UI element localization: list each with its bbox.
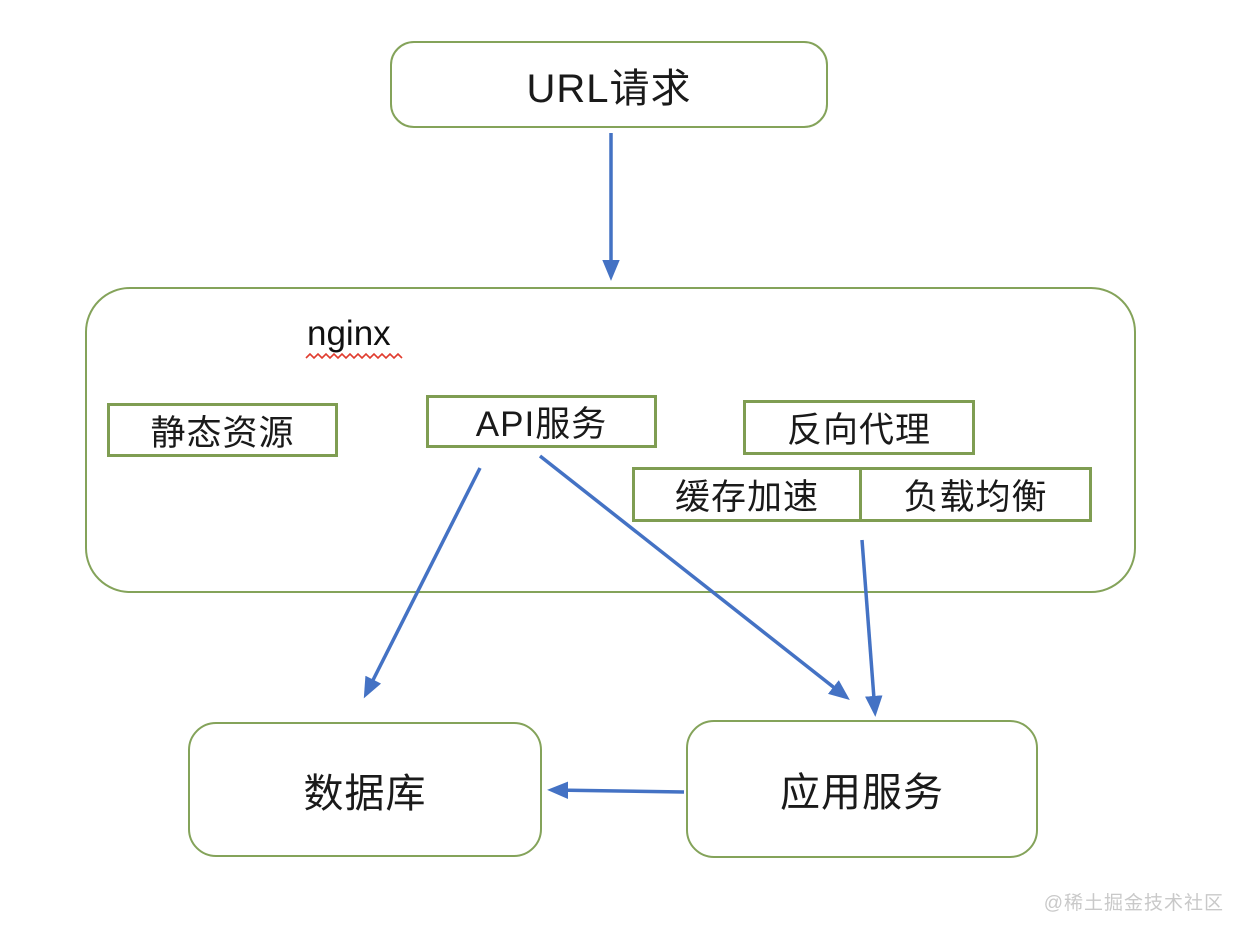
node-cache-acceleration: 缓存加速 [632, 467, 862, 522]
nginx-label: nginx [307, 314, 391, 353]
arrow-app-service-to-database [547, 781, 685, 799]
node-reverse-proxy: 反向代理 [743, 400, 975, 455]
node-api-service-label: API服务 [475, 405, 608, 444]
node-load-balancing-label: 负载均衡 [903, 478, 1048, 517]
node-app-service-label: 应用服务 [780, 771, 944, 815]
node-reverse-proxy-label: 反向代理 [786, 411, 931, 450]
node-api-service: API服务 [426, 395, 657, 448]
node-app-service: 应用服务 [686, 720, 1038, 858]
node-cache-acceleration-label: 缓存加速 [674, 478, 819, 517]
cache-load-row: 缓存加速 负载均衡 [632, 467, 1092, 522]
node-url-request-label: URL请求 [526, 66, 692, 111]
node-static-resources: 静态资源 [107, 403, 338, 457]
watermark: @稀土掘金技术社区 [1043, 893, 1224, 914]
node-load-balancing: 负载均衡 [862, 467, 1092, 522]
node-url-request: URL请求 [390, 41, 828, 128]
spellcheck-wavy-underline [305, 352, 403, 360]
node-static-resources-label: 静态资源 [150, 413, 295, 453]
node-database-label: 数据库 [303, 771, 427, 816]
node-database: 数据库 [188, 722, 542, 857]
